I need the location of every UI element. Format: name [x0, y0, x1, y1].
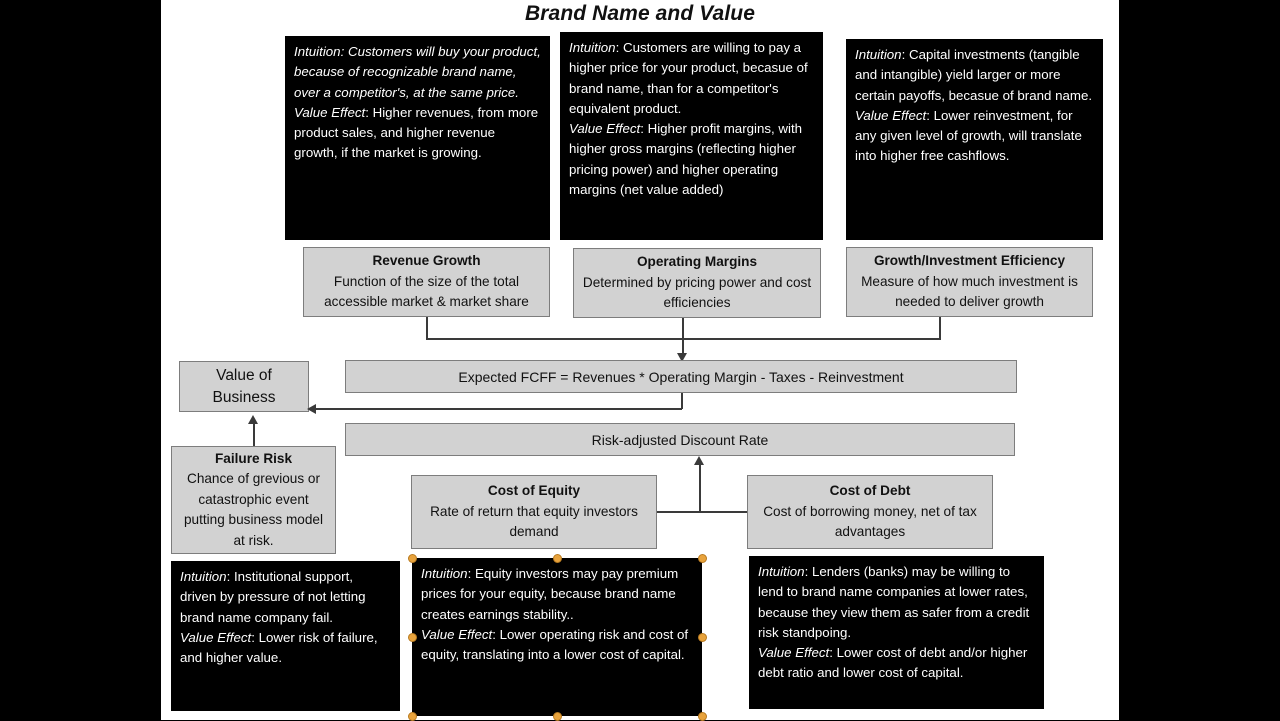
driver-growth-efficiency[interactable]: Growth/Investment Efficiency Measure of … [846, 247, 1093, 317]
connector-equity-debt [657, 511, 747, 513]
value-effect-text: : Lower risk of failure, and higher valu… [180, 629, 378, 666]
arrow-down-to-fcff [677, 353, 687, 362]
selection-handle-middle-left[interactable] [408, 633, 417, 642]
discount-rate-label: Risk-adjusted Discount Rate [591, 431, 769, 448]
intuition-text: : Capital investments (tangible and inta… [855, 47, 1093, 103]
value-of-business-box[interactable]: Value of Business [179, 361, 309, 412]
driver-cost-of-debt[interactable]: Cost of Debt Cost of borrowing money, ne… [747, 475, 993, 549]
driver-body: Chance of grevious or catastrophic event… [183, 471, 324, 548]
letterbox-left [0, 0, 161, 720]
discount-rate-box[interactable]: Risk-adjusted Discount Rate [345, 423, 1015, 456]
callout-intuition-line: Intuition: Institutional support, driven… [180, 567, 391, 628]
callout-failure-risk[interactable]: Intuition: Institutional support, driven… [171, 561, 400, 711]
value-of-business-line-2: Business [212, 388, 276, 406]
driver-body: Cost of borrowing money, net of tax adva… [763, 503, 977, 540]
expected-fcff-box[interactable]: Expected FCFF = Revenues * Operating Mar… [345, 360, 1017, 393]
value-effect-label: Value Effect [758, 645, 830, 661]
arrow-left-to-value-of-business [307, 404, 316, 414]
intuition-text: : Customers are willing to pay a higher … [569, 40, 808, 116]
value-effect-text: : Lower operating risk and cost of equit… [421, 626, 689, 663]
callout-value-effect-line: Value Effect: Higher profit margins, wit… [569, 119, 814, 200]
callout-value-effect-line: Value Effect: Higher revenues, from more… [294, 103, 541, 164]
intuition-label: Intuition [294, 44, 341, 59]
connector-margins-to-fcff [682, 318, 684, 339]
intuition-label: Intuition [758, 564, 805, 579]
connector-failure-to-value-stem [253, 424, 255, 446]
connector-capital-to-discount-stem [699, 465, 701, 512]
connector-efficiency-to-fcff [939, 317, 941, 339]
expected-fcff-label: Expected FCFF = Revenues * Operating Mar… [458, 368, 904, 385]
intuition-label: Intuition [569, 40, 616, 55]
value-of-business-line-1: Value of [216, 366, 272, 384]
intuition-text: : Equity investors may pay premium price… [421, 566, 679, 622]
driver-heading: Revenue Growth [372, 253, 481, 269]
value-effect-label: Value Effect [180, 629, 252, 645]
value-effect-label: Value Effect [294, 104, 366, 120]
driver-heading: Operating Margins [636, 254, 758, 270]
callout-intuition-line: Intuition: Customers are willing to pay … [569, 38, 814, 119]
driver-cost-of-equity[interactable]: Cost of Equity Rate of return that equit… [411, 475, 657, 549]
connector-fcff-to-value [314, 408, 682, 410]
intuition-text: : Lenders (banks) may be willing to lend… [758, 564, 1030, 640]
arrow-up-to-discount-rate [694, 456, 704, 465]
selection-handle-top-left[interactable] [408, 554, 417, 563]
intuition-label: Intuition [855, 47, 902, 62]
page-title: Brand Name and Value [525, 2, 755, 25]
value-effect-label: Value Effect [855, 107, 927, 123]
callout-value-effect-line: Value Effect: Lower cost of debt and/or … [758, 643, 1035, 684]
callout-revenue-growth[interactable]: Intuition: Customers will buy your produ… [285, 36, 550, 240]
connector-fcff-down [681, 393, 683, 409]
slide-canvas[interactable]: Brand Name and Value Intuition: Customer… [161, 0, 1119, 721]
intuition-label: Intuition [180, 569, 227, 584]
value-effect-text: : Higher profit margins, with higher gro… [569, 121, 803, 198]
driver-body: Determined by pricing power and cost eff… [582, 274, 812, 311]
callout-value-effect-line: Value Effect: Lower risk of failure, and… [180, 628, 391, 669]
callout-operating-margins[interactable]: Intuition: Customers are willing to pay … [560, 32, 823, 240]
letterbox-right [1119, 0, 1280, 720]
callout-cost-of-equity[interactable]: Intuition: Equity investors may pay prem… [412, 558, 702, 716]
callout-intuition-line: Intuition: Equity investors may pay prem… [421, 564, 693, 625]
value-effect-label: Value Effect [421, 626, 493, 642]
driver-failure-risk[interactable]: Failure Risk Chance of grevious or catas… [171, 446, 336, 554]
callout-value-effect-line: Value Effect: Lower operating risk and c… [421, 625, 693, 666]
connector-revenue-to-fcff [426, 317, 428, 339]
driver-body: Rate of return that equity investors dem… [430, 503, 638, 540]
driver-heading: Growth/Investment Efficiency [873, 253, 1066, 269]
selection-handle-top-center[interactable] [553, 554, 562, 563]
callout-intuition-line: Intuition: Capital investments (tangible… [855, 45, 1094, 106]
value-effect-text: : Lower cost of debt and/or higher debt … [758, 645, 1028, 681]
driver-body: Measure of how much investment is needed… [861, 273, 1078, 310]
driver-heading: Cost of Equity [487, 483, 581, 499]
value-effect-label: Value Effect [569, 121, 641, 137]
driver-operating-margins[interactable]: Operating Margins Determined by pricing … [573, 248, 821, 318]
callout-value-effect-line: Value Effect: Lower reinvestment, for an… [855, 106, 1094, 167]
driver-heading: Cost of Debt [829, 483, 911, 499]
callout-growth-efficiency[interactable]: Intuition: Capital investments (tangible… [846, 39, 1103, 240]
callout-cost-of-debt[interactable]: Intuition: Lenders (banks) may be willin… [749, 556, 1044, 709]
driver-revenue-growth[interactable]: Revenue Growth Function of the size of t… [303, 247, 550, 317]
callout-intuition-line: Intuition: Lenders (banks) may be willin… [758, 562, 1035, 643]
intuition-text: : Institutional support, driven by press… [180, 569, 366, 625]
arrow-up-to-value-of-business [248, 415, 258, 424]
value-effect-text: : Lower reinvestment, for any given leve… [855, 107, 1082, 164]
callout-intuition-line: Intuition: Customers will buy your produ… [294, 42, 541, 103]
value-effect-text: : Higher revenues, from more product sal… [294, 104, 539, 161]
driver-body: Function of the size of the total access… [324, 273, 529, 310]
connector-bus-to-fcff-stem [682, 338, 684, 355]
driver-heading: Failure Risk [214, 450, 293, 466]
selection-handle-top-right[interactable] [698, 554, 707, 563]
intuition-label: Intuition [421, 566, 468, 581]
intuition-text: : Customers will buy your product, becau… [294, 44, 541, 100]
selection-handle-middle-right[interactable] [698, 633, 707, 642]
